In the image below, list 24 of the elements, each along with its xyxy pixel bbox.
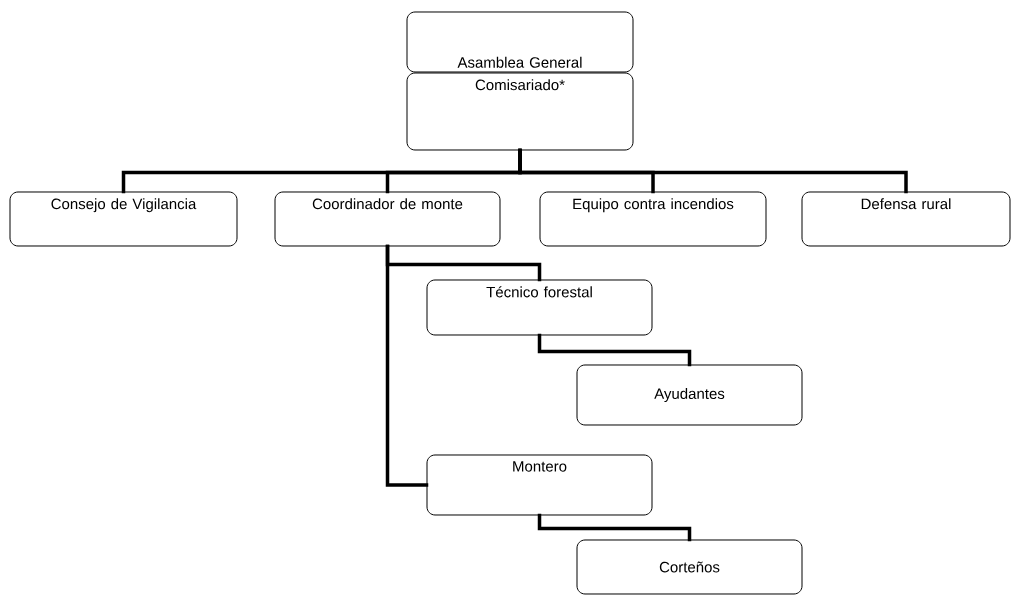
node-label: Técnico forestal [486,286,592,298]
org-box [426,454,653,516]
node-label: Ayudantes [654,388,725,402]
node-label: Comisariado* [475,79,565,91]
node-label: Defensa rural [861,198,951,210]
org-box [274,191,501,247]
org-box [9,191,238,247]
org-box [576,364,803,426]
connector-line [537,333,692,367]
connector-line [385,244,429,487]
org-box [539,191,767,247]
org-box [406,72,634,151]
node-label: Consejo de Vigilancia [51,198,197,213]
org-box [426,279,653,336]
org-box [576,539,803,595]
node-label: Montero [513,461,567,472]
node-label: Asamblea General [457,56,582,68]
connector-line [518,148,908,194]
node-label: Coordinador de monte [312,198,463,210]
node-label: Corteños [659,561,720,573]
connector-line [537,513,692,542]
org-box [406,11,634,73]
org-box [801,191,1011,247]
node-label: Equipo contra incendios [573,198,734,213]
